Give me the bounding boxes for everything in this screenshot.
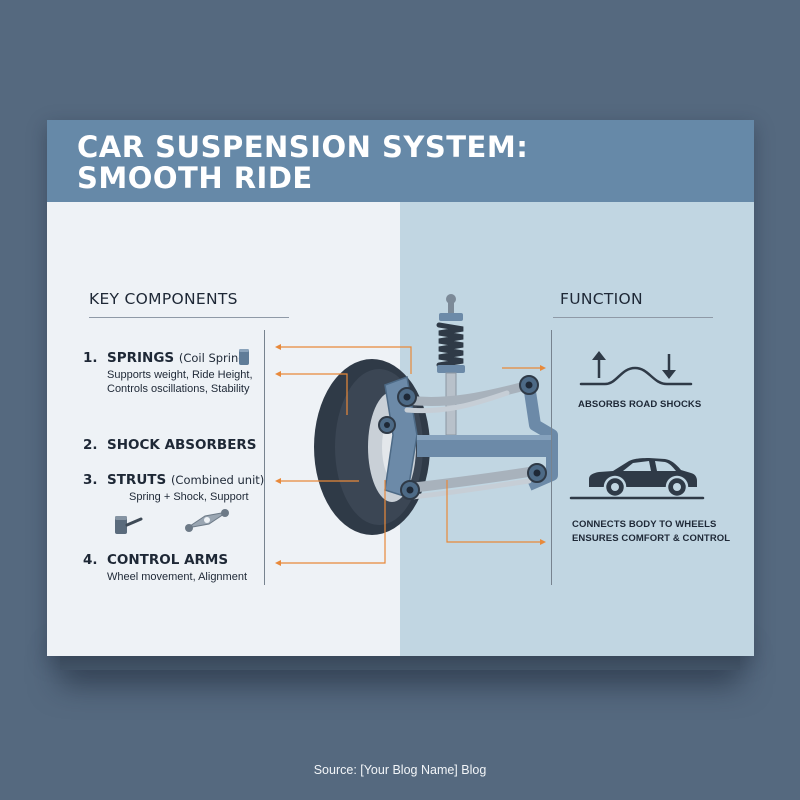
function-caption-line: ENSURES COMFORT & CONTROL — [572, 533, 731, 544]
component-springs: 1. SPRINGS (Coil Spring) Supports weight,… — [83, 350, 253, 396]
title-line-2: SMOOTH RIDE — [77, 161, 313, 195]
component-control-arms: 4. CONTROL ARMS Wheel movement, Alignment — [83, 552, 247, 584]
down-arrow-icon — [662, 354, 676, 379]
component-name: CONTROL ARMS — [107, 552, 229, 568]
key-components-rule — [89, 317, 289, 318]
source-credit: Source: [Your Blog Name] Blog — [313, 763, 487, 777]
component-number: 3. — [83, 472, 98, 488]
up-arrow-icon — [592, 351, 606, 378]
component-desc-line: Spring + Shock, Support — [129, 491, 249, 503]
control-arm-icon — [185, 509, 229, 532]
key-components-divider — [264, 330, 265, 585]
component-name: SPRINGS — [107, 350, 175, 366]
leader-lines — [275, 344, 546, 566]
infographic-card: CAR SUSPENSION SYSTEM: SMOOTH RIDE KEY C… — [47, 120, 754, 656]
component-number: 1. — [83, 350, 98, 366]
component-shock-absorbers: 2. SHOCK ABSORBERS — [83, 437, 257, 453]
suspension-illustration — [314, 294, 558, 535]
function-caption-connects: CONNECTS BODY TO WHEELS ENSURES COMFORT … — [572, 518, 730, 546]
component-number: 2. — [83, 437, 98, 453]
component-name: STRUTS — [107, 472, 167, 488]
coil-spring-icon — [239, 349, 249, 365]
component-desc-line: Wheel movement, Alignment — [107, 571, 248, 583]
component-desc-line: Supports weight, Ride Height, — [107, 369, 253, 381]
component-note: (Combined unit) — [170, 473, 265, 487]
component-number: 4. — [83, 552, 98, 568]
function-caption-shocks: ABSORBS ROAD SHOCKS — [578, 399, 702, 410]
function-panel-background — [400, 202, 754, 656]
header-banner: CAR SUSPENSION SYSTEM: SMOOTH RIDE — [47, 120, 754, 202]
function-rule — [553, 317, 713, 318]
component-desc-line: Controls oscillations, Stability — [107, 383, 250, 395]
function-divider — [551, 330, 552, 585]
component-name: SHOCK ABSORBERS — [107, 437, 257, 453]
page-title: CAR SUSPENSION SYSTEM: SMOOTH RIDE — [77, 132, 528, 194]
function-caption-line: CONNECTS BODY TO WHEELS — [572, 519, 717, 530]
function-heading: FUNCTION — [560, 290, 643, 308]
component-struts: 3. STRUTS (Combined unit) Spring + Shock,… — [83, 472, 264, 504]
key-components-heading: KEY COMPONENTS — [89, 290, 238, 308]
car-icon — [569, 458, 705, 500]
strut-icon — [115, 516, 143, 534]
component-note: (Coil Spring) — [178, 351, 251, 365]
road-shock-icon — [579, 351, 693, 386]
title-line-1: CAR SUSPENSION SYSTEM: — [77, 130, 529, 164]
